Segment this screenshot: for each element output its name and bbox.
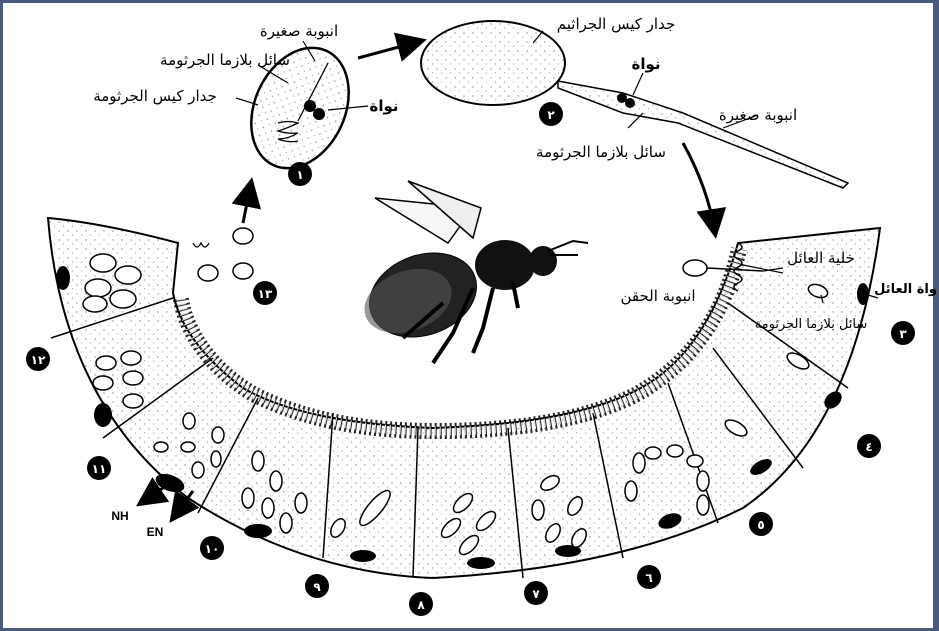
stage-number: ٦ [645, 571, 652, 585]
stage-number: ١٣ [258, 287, 273, 301]
stage-number: ١ [296, 168, 303, 182]
label-host-nucleus: نواة العائل [874, 282, 936, 297]
label-germ-plasma-fluid-2: سائل بلازما الجرثومة [536, 143, 666, 161]
label-spore-sac-wall: جدار كيس الجراثيم [557, 15, 675, 33]
stage-number: ٨ [417, 598, 425, 612]
stage-number: ١٢ [31, 353, 46, 367]
stage-number: ٤ [865, 440, 872, 454]
stage-number: ٢ [547, 108, 555, 122]
label-en: EN [147, 525, 164, 539]
germinating-spore-stage-2 [421, 21, 848, 188]
stage-number: ٩ [313, 580, 321, 594]
label-germ-plasma-fluid-1: سائل بلازما الجرثومة [160, 51, 290, 69]
label-host-cell: خلية العائل [787, 249, 855, 267]
free-spores-stage-13 [198, 228, 253, 281]
honey-bee-illustration [355, 181, 588, 363]
stage-number: ٣ [899, 327, 907, 341]
label-small-tube-2: انبوبة صغيرة [719, 106, 797, 124]
stage-number: ١١ [92, 462, 107, 476]
life-cycle-diagram: ١ ٢ ٣ ٤ ٥ ٦ ٧ ٨ ٩ ١٠ ١١ ١٢ ١٣ انبوبة صغي… [3, 3, 936, 628]
label-injection-tube: انبوبة الحقن [620, 287, 695, 305]
label-germ-sac-wall-1: جدار كيس الجرثومة [93, 87, 217, 105]
label-nucleus-2: نواة [631, 55, 660, 73]
stage-number: ٧ [532, 587, 540, 601]
label-germ-plasma-fluid-3: سائل بلازما الجرثومة [755, 317, 868, 332]
label-nh: NH [111, 509, 128, 523]
label-nucleus-1: نواة [369, 97, 398, 115]
stage-number: ١٠ [205, 542, 220, 556]
label-small-tube-1: انبوبة صغيرة [260, 22, 338, 40]
stage-number: ٥ [757, 518, 764, 532]
